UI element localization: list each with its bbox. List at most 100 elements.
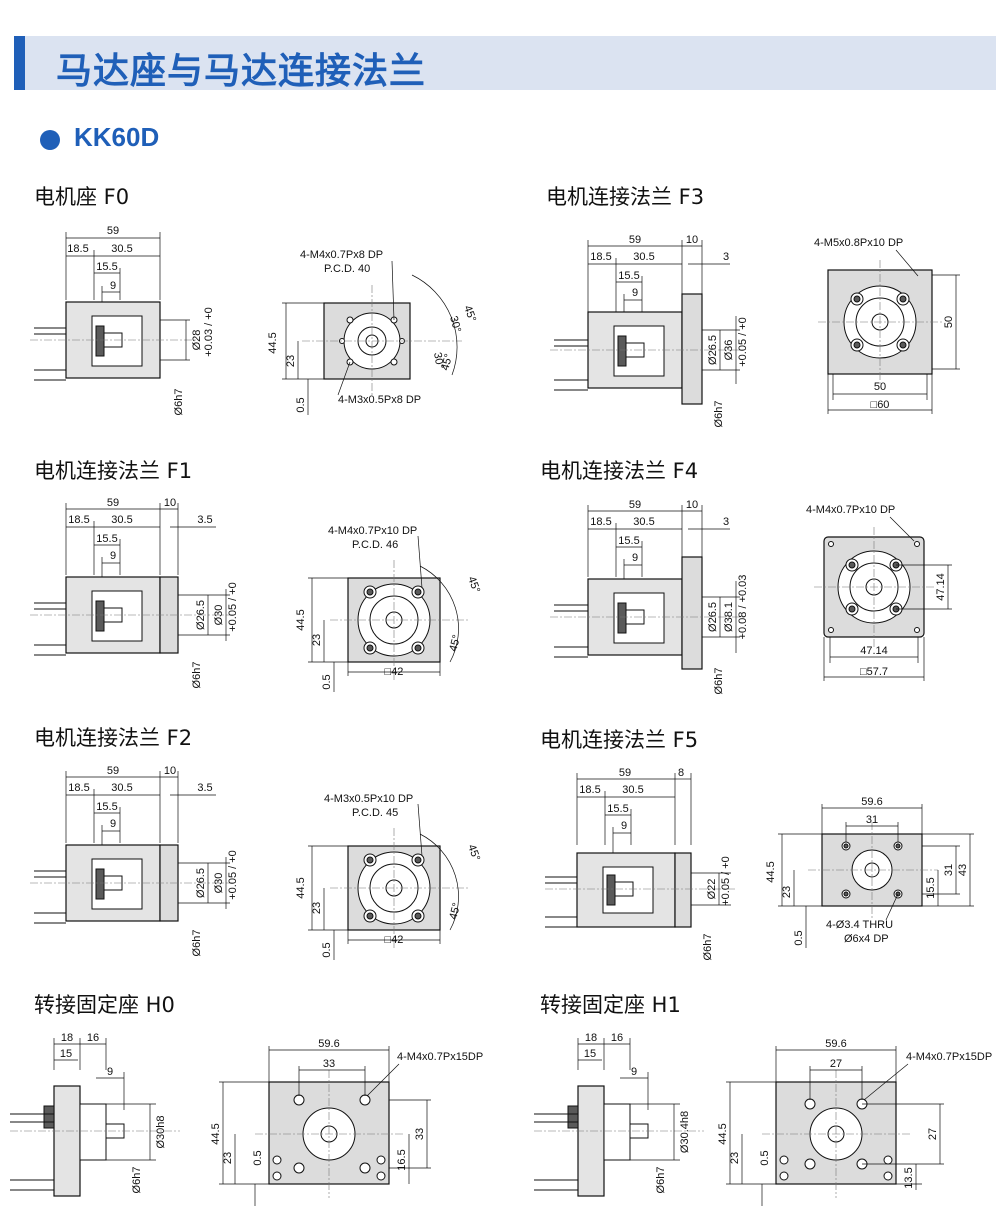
drawing-title-f1: 电机连接法兰 F1 [34, 459, 193, 483]
f3-front-w2: □60 [871, 399, 890, 411]
f4-front-view: 4-M4x0.7Px10 DP 47.14 47.14 □57.7 [806, 504, 952, 681]
h0-front-h2: 23 [222, 1152, 234, 1164]
h0-dim-3: 15 [60, 1048, 72, 1060]
h1-front-h4: 13.5 [903, 1167, 915, 1188]
f0-callout-1: 4-M4x0.7Px8 DP [300, 249, 383, 261]
f2-dim-v3: Ø6h7 [191, 930, 203, 957]
f2-dim-2: 30.5 [111, 782, 132, 794]
f3-dim-1: 18.5 [590, 251, 611, 263]
f3-dim-top: 59 [629, 234, 641, 246]
f0-front-h2: 23 [285, 355, 297, 367]
f1-front-h1: 44.5 [295, 609, 307, 630]
f5-front-w1: 59.6 [861, 796, 882, 808]
f1-dim-5: 3.5 [197, 514, 212, 526]
h0-dim-v1: Ø30h8 [155, 1115, 167, 1148]
f3-dim-v2-tol: +0.05 / +0 [737, 317, 749, 367]
f5-dim-v1: Ø22 [706, 879, 718, 900]
h1-dim-3: 15 [584, 1048, 596, 1060]
f5-dim-top: 59 [619, 767, 631, 779]
drawing-title-f4: 电机连接法兰 F4 [540, 459, 699, 483]
f5-front-h1: 44.5 [765, 861, 777, 882]
f5-dim-4: 9 [621, 820, 627, 832]
h1-front-h5: 27 [927, 1128, 939, 1140]
f0-angle-3: 30° [431, 351, 446, 369]
f2-front-w1: □42 [385, 934, 404, 946]
f4-dim-3: 15.5 [618, 535, 639, 547]
f1-side-view: 59 10 18.5 30.5 3.5 15.5 9 Ø26.5 Ø30 +0.… [30, 497, 239, 688]
f0-callout-3: 4-M3x0.5Px8 DP [338, 394, 421, 406]
f2-front-view: 4-M3x0.5Px10 DP P.C.D. 45 44.5 23 0.5 □4… [295, 793, 482, 960]
f5-dim-v2: Ø6h7 [702, 934, 714, 961]
f4-dim-5: 3 [723, 516, 729, 528]
h0-front-w2: 33 [323, 1058, 335, 1070]
f3-dim-5: 3 [723, 251, 729, 263]
f0-dim-4: 9 [110, 280, 116, 292]
f1-callout-1: 4-M4x0.7Px10 DP [328, 525, 417, 537]
f5-front-view: 59.6 31 44.5 23 0.5 15.5 31 43 4-Ø3.4 TH… [765, 796, 974, 948]
f0-front-h3: 0.5 [295, 397, 307, 412]
f2-dim-top: 59 [107, 765, 119, 777]
f4-side-view: 59 10 18.5 30.5 3 15.5 9 Ø26.5 Ø38.1 +0.… [550, 499, 749, 694]
h0-dim-2: 16 [87, 1032, 99, 1044]
f2-dim-v2: Ø30 [213, 873, 225, 894]
h1-dim-v2: Ø6h7 [655, 1167, 667, 1194]
f1-dim-v2: Ø30 [213, 605, 225, 626]
f5-front-h5: 31 [943, 864, 955, 876]
f0-angle-4: 45° [439, 353, 455, 372]
h1-callout-1: 4-M4x0.7Px15DP [906, 1051, 992, 1063]
f0-dim-top: 59 [107, 225, 119, 237]
h1-dim-1: 18 [585, 1032, 597, 1044]
drawing-title-h1: 转接固定座 H1 [540, 993, 681, 1017]
f5-front-w2: 31 [866, 814, 878, 826]
f0-dim-1: 18.5 [67, 243, 88, 255]
f3-dim-v1: Ø26.5 [707, 335, 719, 365]
f0-dim-2: 30.5 [111, 243, 132, 255]
f5-dim-2: 30.5 [622, 784, 643, 796]
f0-dim-3: 15.5 [96, 261, 117, 273]
f3-dim-4: 9 [632, 287, 638, 299]
f3-dim-v3: Ø6h7 [713, 401, 725, 428]
h1-dim-4: 9 [631, 1066, 637, 1078]
f3-front-view: 4-M5x0.8Px10 DP 50 50 □60 [814, 237, 960, 414]
h0-side-view: 18 16 15 9 Ø30h8 Ø6h7 [10, 1032, 180, 1197]
f2-angle-2: 45° [447, 902, 463, 921]
f0-dim-v2: Ø6h7 [173, 389, 185, 416]
f2-side-view: 59 10 18.5 30.5 3.5 15.5 9 Ø26.5 Ø30 +0.… [30, 765, 239, 956]
f2-front-h1: 44.5 [295, 877, 307, 898]
f1-front-h2: 23 [311, 634, 323, 646]
f4-dim-v2-tol: +0.08 / +0.03 [737, 575, 749, 640]
f5-dim-v1-tol: +0.05 / +0 [720, 856, 732, 906]
drawing-title-h0: 转接固定座 H0 [34, 993, 175, 1017]
f2-dim-4: 9 [110, 818, 116, 830]
f5-front-h2: 23 [781, 886, 793, 898]
f5-dim-top2: 8 [678, 767, 684, 779]
f3-dim-3: 15.5 [618, 270, 639, 282]
f4-dim-v3: Ø6h7 [713, 668, 725, 695]
f1-dim-v2-tol: +0.05 / +0 [227, 582, 239, 632]
f5-dim-1: 18.5 [579, 784, 600, 796]
f4-dim-top: 59 [629, 499, 641, 511]
f0-front-view: 4-M4x0.7Px8 DP P.C.D. 40 4-M3x0.5Px8 DP … [267, 249, 478, 415]
h1-side-view: 18 16 15 9 Ø30.4h8 Ø6h7 [534, 1032, 704, 1197]
f1-dim-v3: Ø6h7 [191, 662, 203, 689]
h0-front-h3: 0.5 [252, 1150, 264, 1165]
h1-front-w2: 27 [830, 1058, 842, 1070]
page-title: 马达座与马达连接法兰 [56, 51, 427, 92]
bullet-dot-icon [40, 130, 60, 150]
f4-dim-2: 30.5 [633, 516, 654, 528]
f1-dim-2: 30.5 [111, 514, 132, 526]
f2-callout-2: P.C.D. 45 [352, 807, 398, 819]
f2-front-h2: 23 [311, 902, 323, 914]
f2-callout-1: 4-M3x0.5Px10 DP [324, 793, 413, 805]
f2-dim-top2: 10 [164, 765, 176, 777]
f4-front-w2: □57.7 [860, 666, 888, 678]
f5-side-view: 59 8 18.5 30.5 15.5 9 Ø22 +0.05 / +0 Ø6h… [545, 767, 735, 960]
f4-callout-1: 4-M4x0.7Px10 DP [806, 504, 895, 516]
f0-callout-2: P.C.D. 40 [324, 263, 370, 275]
f1-dim-top2: 10 [164, 497, 176, 509]
h0-dim-1: 18 [61, 1032, 73, 1044]
f1-front-view: 4-M4x0.7Px10 DP P.C.D. 46 44.5 23 0.5 □4… [295, 525, 482, 692]
f2-front-h3: 0.5 [321, 942, 333, 957]
h0-callout-1: 4-M4x0.7Px15DP [397, 1051, 483, 1063]
f0-dim-v1-tol: +0.03 / +0 [203, 307, 215, 357]
